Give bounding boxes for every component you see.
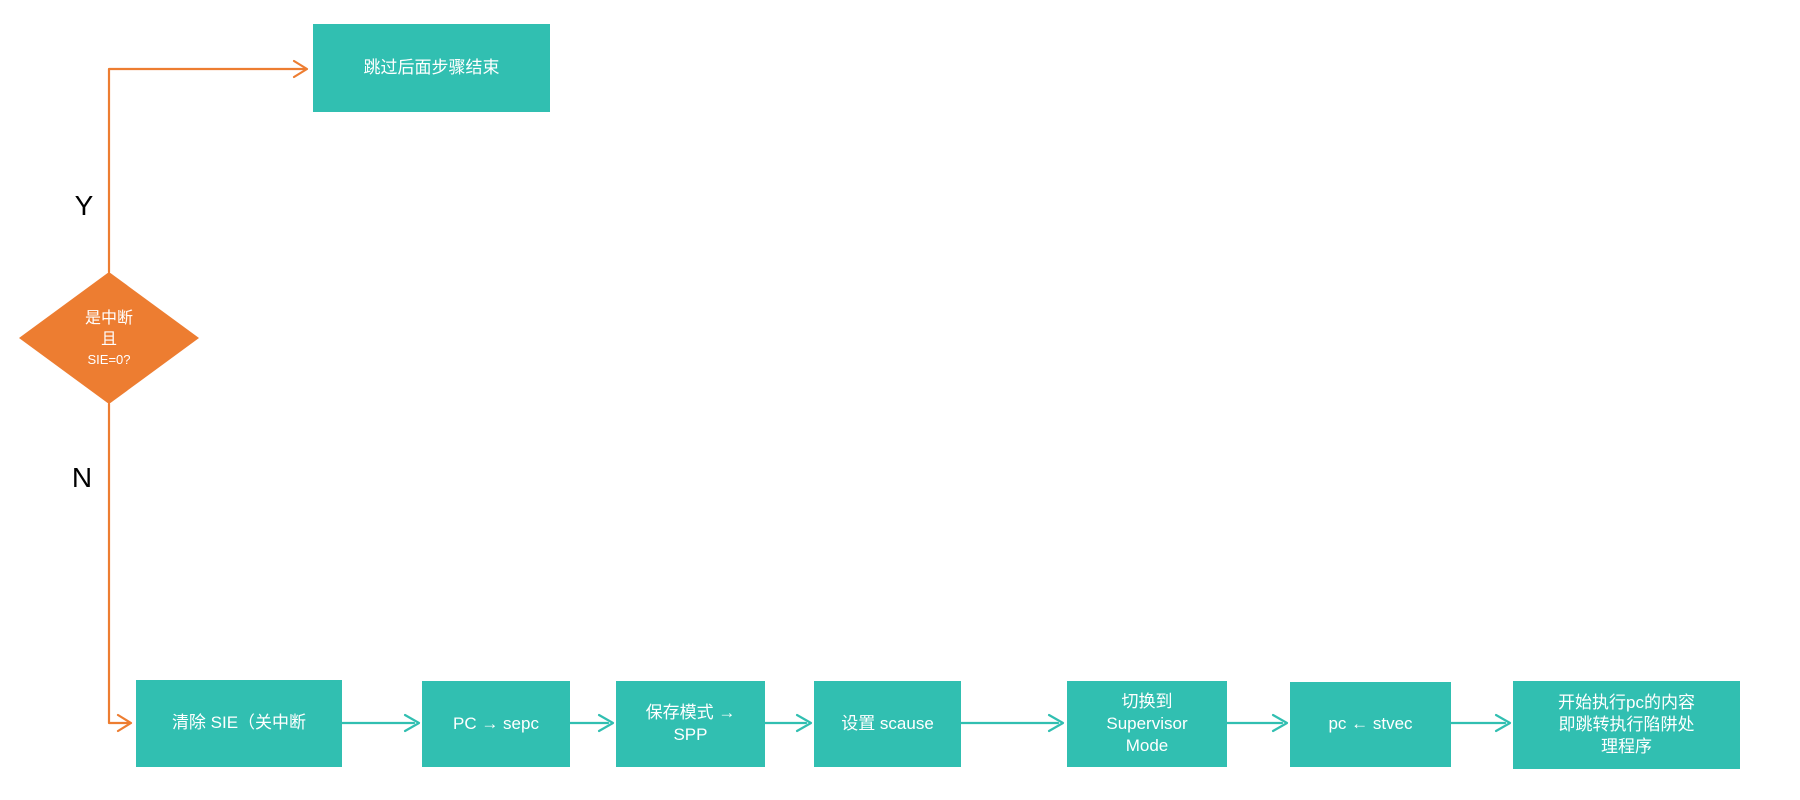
node-set-scause: 设置 scause	[814, 681, 961, 767]
node-skip-remaining-steps: 跳过后面步骤结束	[313, 24, 550, 112]
node-save-mode-to-spp: 保存模式 → SPP	[616, 681, 765, 767]
arrowhead	[1271, 713, 1289, 733]
connector-yes-branch	[107, 59, 309, 274]
connector-step2-step3	[568, 713, 615, 733]
decision-line-3: SIE=0?	[87, 351, 131, 367]
arrowhead	[1047, 713, 1065, 733]
connector-step6-step7	[1449, 713, 1512, 733]
connector-step1-step2	[340, 713, 421, 733]
arrowhead	[597, 713, 615, 733]
branch-label-yes: Y	[74, 190, 94, 221]
arrowhead	[403, 713, 421, 733]
arrowhead	[1494, 713, 1512, 733]
node-start-exec-trap: 开始执行pc的内容 即跳转执行陷阱处 理程序	[1513, 681, 1740, 769]
connector-step5-step6	[1225, 713, 1289, 733]
arrowhead	[795, 713, 813, 733]
decision-line-2: 且	[100, 331, 117, 349]
node-pc-to-sepc: PC → sepc	[422, 681, 570, 767]
connector-no-branch	[107, 402, 133, 733]
node-pc-from-stvec: pc ← stvec	[1290, 682, 1451, 767]
connector-step4-step5	[959, 713, 1065, 733]
decision-line-1: 是中断	[84, 309, 133, 327]
arrowhead-no	[116, 713, 133, 733]
connector-step3-step4	[763, 713, 813, 733]
arrowhead-yes	[292, 59, 309, 79]
node-switch-supervisor: 切换到 Supervisor Mode	[1067, 681, 1227, 767]
branch-label-no: N	[71, 462, 93, 493]
node-clear-sie: 清除 SIE（关中断	[136, 680, 342, 767]
